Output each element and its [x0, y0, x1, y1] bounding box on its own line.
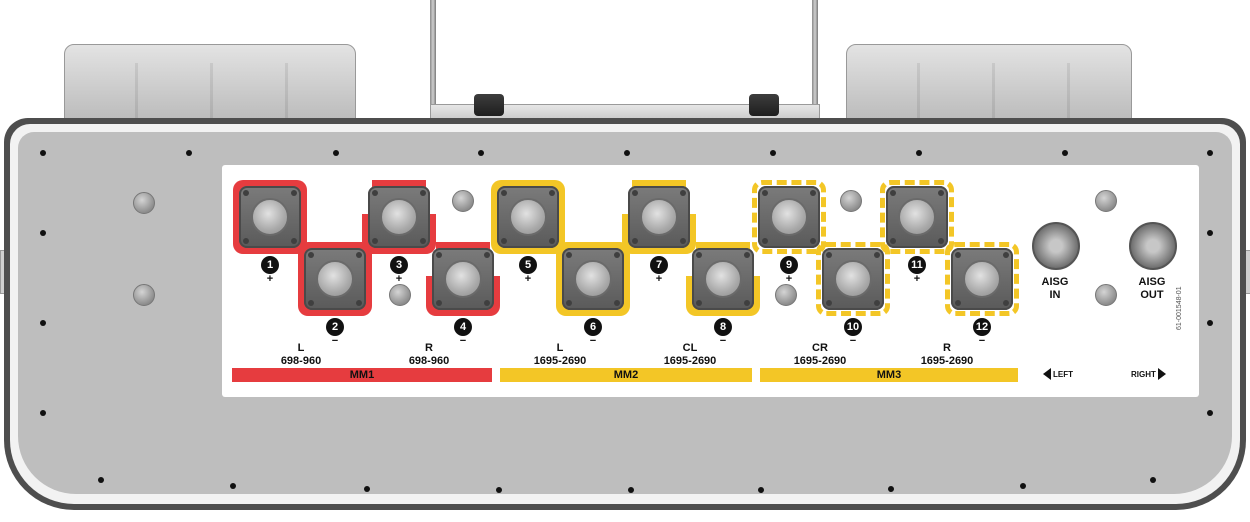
rf-connector-port-9[interactable]: [758, 186, 820, 248]
port-number-badge: 3: [390, 256, 408, 274]
connector-knob-right: [749, 94, 779, 116]
rf-connector-port-8[interactable]: [692, 248, 754, 310]
rf-connector-port-2[interactable]: [304, 248, 366, 310]
screw-icon: [186, 150, 192, 156]
screw-icon: [40, 410, 46, 416]
housing-left: [64, 44, 356, 126]
screw-icon: [496, 487, 502, 493]
group-bar-mm2: MM2: [500, 368, 752, 382]
polarity-sign: +: [785, 273, 793, 285]
triangle-right-icon: [1157, 368, 1166, 380]
polarity-sign: −: [331, 335, 339, 347]
polarity-sign: +: [395, 273, 403, 285]
port-number-badge: 10: [844, 318, 862, 336]
screw-icon: [916, 150, 922, 156]
screw-icon: [1207, 410, 1213, 416]
screw-icon: [40, 150, 46, 156]
mount-arm-right: [812, 0, 818, 125]
screw-icon: [770, 150, 776, 156]
aisg-out-port[interactable]: [1129, 222, 1177, 270]
screw-icon: [333, 150, 339, 156]
mounting-boss: [133, 192, 155, 214]
port-number-badge: 12: [973, 318, 991, 336]
screw-icon: [1207, 150, 1213, 156]
polarity-sign: −: [589, 335, 597, 347]
port-number-badge: 6: [584, 318, 602, 336]
housing-right: [846, 44, 1132, 126]
screw-icon: [40, 320, 46, 326]
rf-connector-port-10[interactable]: [822, 248, 884, 310]
screw-icon: [624, 150, 630, 156]
connector-frame-11: [880, 180, 954, 254]
screw-icon: [364, 486, 370, 492]
connector-frame-10: [816, 242, 890, 316]
mounting-boss: [840, 190, 862, 212]
port-number-badge: 8: [714, 318, 732, 336]
connector-frame-9: [752, 180, 826, 254]
rf-connector-port-5[interactable]: [497, 186, 559, 248]
part-number: 61-001548-01: [1176, 286, 1183, 330]
screw-icon: [40, 230, 46, 236]
group-bar-mm3: MM3: [760, 368, 1018, 382]
mounting-boss: [452, 190, 474, 212]
screw-icon: [98, 477, 104, 483]
port-number-badge: 1: [261, 256, 279, 274]
direction-right: RIGHT: [1131, 368, 1166, 380]
rf-connector-port-1[interactable]: [239, 186, 301, 248]
screw-icon: [1150, 477, 1156, 483]
rf-connector-port-7[interactable]: [628, 186, 690, 248]
screw-icon: [758, 487, 764, 493]
rf-connector-port-6[interactable]: [562, 248, 624, 310]
screw-icon: [1207, 320, 1213, 326]
rf-connector-port-3[interactable]: [368, 186, 430, 248]
rf-connector-port-12[interactable]: [951, 248, 1013, 310]
triangle-left-icon: [1043, 368, 1051, 380]
polarity-sign: −: [849, 335, 857, 347]
screw-icon: [628, 487, 634, 493]
polarity-sign: −: [719, 335, 727, 347]
screw-icon: [230, 483, 236, 489]
screw-icon: [888, 486, 894, 492]
port-number-badge: 11: [908, 256, 926, 274]
port-number-badge: 4: [454, 318, 472, 336]
port-number-badge: 7: [650, 256, 668, 274]
polarity-sign: +: [655, 273, 663, 285]
screw-icon: [1020, 483, 1026, 489]
rf-connector-port-4[interactable]: [432, 248, 494, 310]
mount-arm-left: [430, 0, 436, 125]
polarity-sign: +: [266, 273, 274, 285]
aisg-in-port[interactable]: [1032, 222, 1080, 270]
mounting-boss: [1095, 284, 1117, 306]
direction-left: LEFT: [1043, 368, 1073, 380]
mounting-boss: [775, 284, 797, 306]
polarity-sign: −: [978, 335, 986, 347]
mounting-boss: [1095, 190, 1117, 212]
rf-connector-port-11[interactable]: [886, 186, 948, 248]
port-number-badge: 2: [326, 318, 344, 336]
port-number-badge: 5: [519, 256, 537, 274]
group-bar-mm1: MM1: [232, 368, 492, 382]
polarity-sign: +: [913, 273, 921, 285]
polarity-sign: −: [459, 335, 467, 347]
connector-frame-12: [945, 242, 1019, 316]
screw-icon: [1062, 150, 1068, 156]
port-number-badge: 9: [780, 256, 798, 274]
mounting-boss: [133, 284, 155, 306]
polarity-sign: +: [524, 273, 532, 285]
screw-icon: [478, 150, 484, 156]
mounting-boss: [389, 284, 411, 306]
connector-knob-left: [474, 94, 504, 116]
screw-icon: [1207, 230, 1213, 236]
